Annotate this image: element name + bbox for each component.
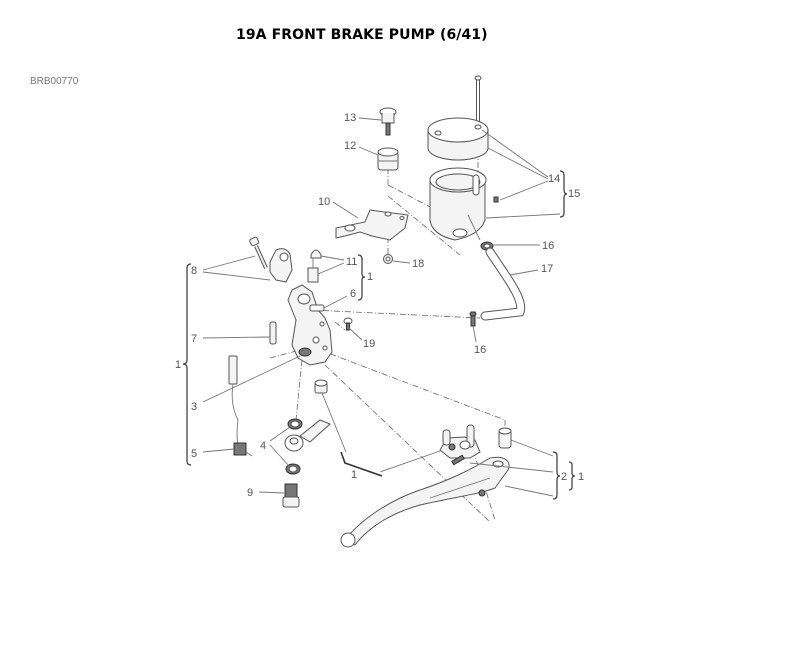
callout-16-top: 16	[542, 240, 554, 252]
pin-7	[269, 321, 277, 345]
lever-adjuster	[439, 424, 481, 466]
callout-19: 19	[363, 338, 375, 350]
banjo-bolt-9	[282, 483, 300, 508]
callout-8: 8	[191, 265, 197, 277]
hose-clamp-16-bottom	[469, 311, 477, 327]
reservoir-cap-screw	[474, 75, 482, 129]
brake-light-switch-3	[228, 355, 253, 457]
hose-17	[480, 247, 526, 321]
callout-17: 17	[541, 263, 553, 275]
reservoir-clip	[493, 196, 499, 203]
callout-5: 5	[191, 448, 197, 460]
callout-7: 7	[191, 333, 197, 345]
reservoir-cap	[427, 117, 489, 161]
callout-2: 2	[561, 471, 567, 483]
bleed-cap-11	[307, 249, 322, 283]
bushing-2	[498, 427, 512, 449]
callout-1-upper: 1	[367, 271, 373, 283]
callout-3: 3	[191, 401, 197, 413]
master-cylinder-body	[287, 284, 333, 366]
screw-19	[343, 317, 353, 331]
clamp-bolt-8	[249, 236, 268, 269]
callout-6: 6	[350, 288, 356, 300]
callout-18: 18	[412, 258, 424, 270]
page-title: 19A FRONT BRAKE PUMP (6/41)	[236, 27, 488, 43]
callout-1-right: 1	[578, 471, 584, 483]
callout-9: 9	[247, 487, 253, 499]
callout-10: 10	[318, 196, 330, 208]
nut-18	[383, 254, 393, 264]
callout-11: 11	[346, 256, 357, 268]
callout-1-left: 1	[175, 359, 181, 371]
callout-12: 12	[344, 140, 356, 152]
handlebar-clamp-8	[269, 248, 293, 283]
drawing-code: BRB00770	[30, 76, 79, 87]
bolt-13	[379, 107, 397, 136]
banjo-fitting-4	[284, 418, 331, 475]
group-braces	[182, 170, 576, 500]
pump-plug	[314, 379, 328, 394]
callout-13: 13	[344, 112, 356, 124]
callout-14: 14	[548, 173, 560, 185]
rubber-grommet-12	[377, 147, 399, 171]
bracket-10	[335, 209, 409, 241]
circlip	[340, 451, 383, 477]
fluid-reservoir	[429, 167, 487, 241]
callout-4: 4	[260, 440, 266, 452]
callout-15: 15	[568, 188, 580, 200]
callout-16-bottom: 16	[474, 344, 486, 356]
leader-lines	[202, 117, 561, 497]
callout-1-lower: 1	[351, 469, 357, 481]
